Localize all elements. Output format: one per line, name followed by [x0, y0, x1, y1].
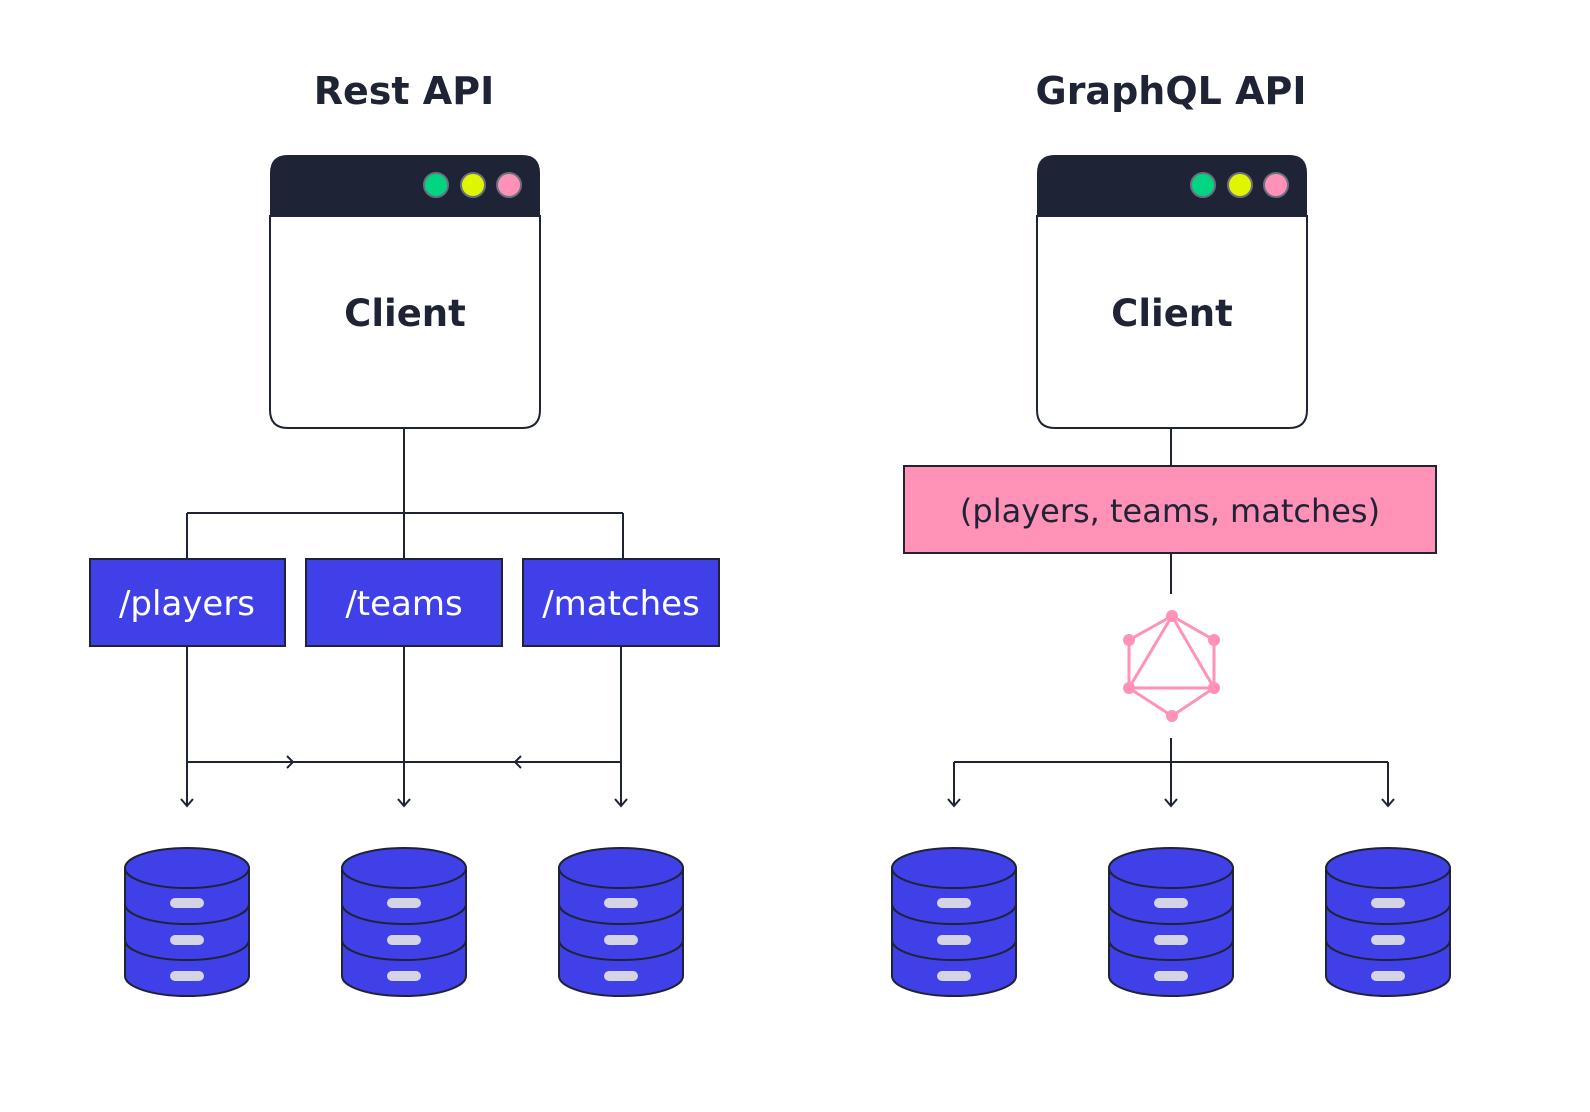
- rest-client-window: Client: [269, 155, 541, 429]
- rest-client-label: Client: [344, 292, 466, 335]
- arrow-left-icon: [513, 755, 522, 769]
- endpoint-players: /players: [89, 558, 286, 647]
- arrow-down-icon: [947, 798, 961, 808]
- endpoint-label: /teams: [345, 584, 462, 624]
- graphql-api-title: GraphQL API: [1036, 69, 1307, 113]
- database-icon: [1108, 847, 1234, 997]
- window-dot-pink-icon: [1263, 172, 1289, 198]
- arrow-down-icon: [614, 798, 628, 808]
- endpoint-label: /matches: [542, 584, 700, 624]
- arrow-down-icon: [180, 798, 194, 808]
- arrow-down-icon: [1381, 798, 1395, 808]
- arrow-down-icon: [397, 798, 411, 808]
- rest-database-connectors: [180, 646, 628, 808]
- rest-api-title: Rest API: [314, 69, 494, 113]
- endpoint-label: /players: [119, 584, 255, 624]
- window-titlebar: [1037, 155, 1307, 216]
- window-dot-green-icon: [1190, 172, 1216, 198]
- endpoint-teams: /teams: [305, 558, 503, 647]
- database-icon: [341, 847, 467, 997]
- graphql-api-section: GraphQL API Client (players, teams, matc…: [891, 69, 1451, 997]
- database-icon: [1325, 847, 1451, 997]
- graphql-client-window: Client: [1036, 155, 1308, 429]
- window-dot-yellow-icon: [460, 172, 486, 198]
- window-titlebar: [270, 155, 540, 216]
- graphql-database-connectors: [947, 738, 1395, 808]
- rest-api-section: Rest API Client /players /teams /m: [89, 69, 720, 997]
- graphql-client-label: Client: [1111, 292, 1233, 335]
- window-dot-pink-icon: [496, 172, 522, 198]
- rest-client-connectors: [186, 428, 624, 559]
- graphql-query-box: (players, teams, matches): [903, 465, 1437, 554]
- database-icon: [124, 847, 250, 997]
- arrow-right-icon: [286, 755, 295, 769]
- window-dot-green-icon: [423, 172, 449, 198]
- arrow-down-icon: [1164, 798, 1178, 808]
- graphql-logo-icon: [1123, 610, 1220, 722]
- window-dot-yellow-icon: [1227, 172, 1253, 198]
- database-icon: [891, 847, 1017, 997]
- database-icon: [558, 847, 684, 997]
- query-label: (players, teams, matches): [960, 492, 1380, 530]
- endpoint-matches: /matches: [522, 558, 720, 647]
